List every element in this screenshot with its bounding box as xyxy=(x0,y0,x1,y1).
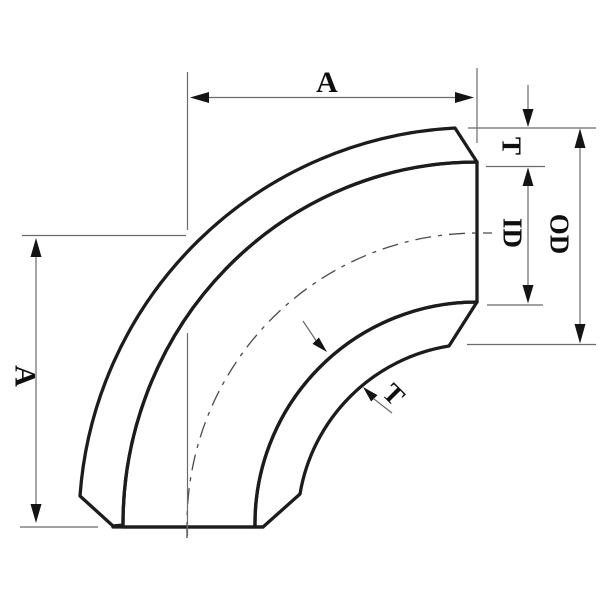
elbow-body xyxy=(78,126,479,529)
leader-line-lower xyxy=(373,398,393,414)
arrowhead-down-icon xyxy=(574,324,586,344)
dimension-a-left: A xyxy=(9,238,42,523)
arrowhead-upleft-icon xyxy=(363,387,378,402)
arrowhead-downright-icon xyxy=(312,337,327,352)
dimension-od: OD xyxy=(545,128,586,344)
extension-lines xyxy=(20,68,596,536)
arrowhead-up-icon xyxy=(30,238,42,257)
arrowhead-up-icon xyxy=(574,128,586,148)
leader-line-upper xyxy=(302,320,318,343)
arrowhead-right-icon xyxy=(455,92,474,103)
dim-label-t-leader: T xyxy=(377,377,411,411)
dim-label-a-top: A xyxy=(316,66,338,99)
arrowhead-left-icon xyxy=(190,92,209,103)
dim-label-od: OD xyxy=(545,214,575,255)
arrowhead-down-icon xyxy=(30,504,42,523)
outer-wall-band xyxy=(78,126,479,528)
front-surface xyxy=(121,160,479,529)
inner-wall-band xyxy=(253,300,479,529)
dimension-a-top: A xyxy=(190,66,474,103)
pipe-centerline xyxy=(186,232,492,538)
dim-label-a-left: A xyxy=(9,365,42,387)
dimension-t-top: T xyxy=(497,85,534,155)
arrowhead-up-icon xyxy=(522,167,534,186)
arrowhead-down-icon xyxy=(522,109,534,127)
dim-label-id: ID xyxy=(498,218,528,248)
dim-label-t-top: T xyxy=(497,137,527,155)
dimension-id: ID xyxy=(498,167,534,304)
arrowhead-down-icon xyxy=(522,285,534,304)
